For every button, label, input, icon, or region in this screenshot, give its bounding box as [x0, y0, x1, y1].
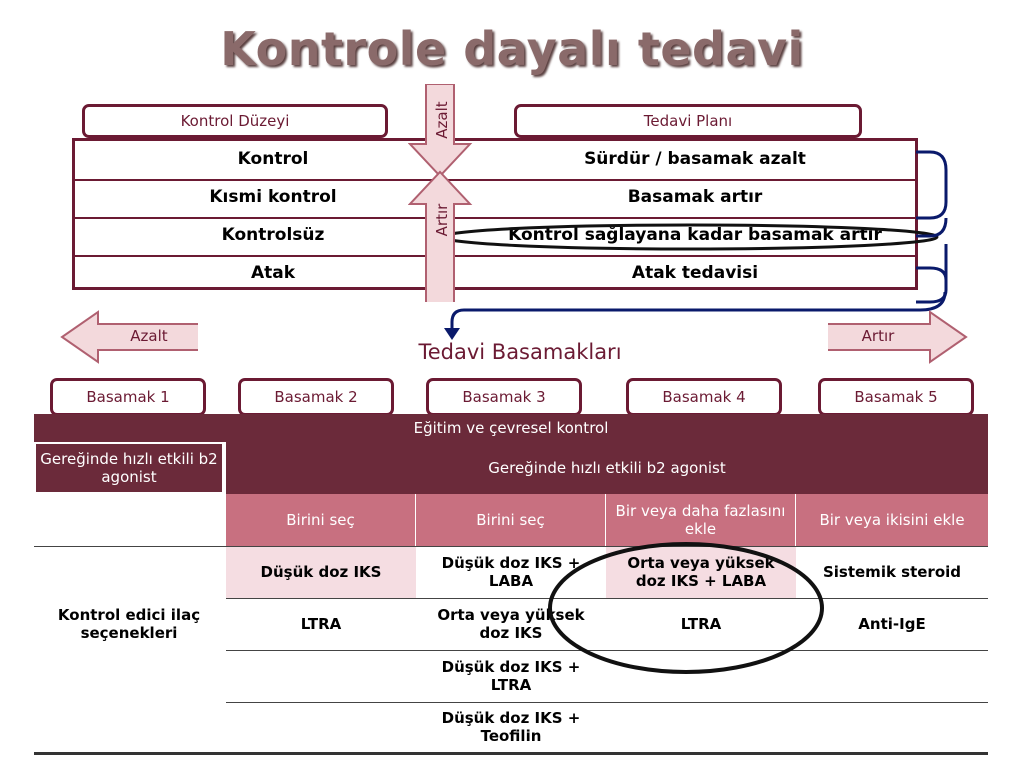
- controller-label: Kontrol edici ilaç seçenekleri: [57, 606, 201, 642]
- navy-curve-arrow: [444, 291, 947, 340]
- grid-line: [226, 598, 988, 599]
- control-level: Atak: [250, 263, 296, 283]
- control-row: Kısmi kontrol Basamak artır: [75, 179, 915, 219]
- highlight-ellipse: [441, 223, 939, 251]
- treatment-plan: Basamak artır: [627, 187, 763, 207]
- step-tab-4: Basamak 4: [626, 378, 782, 416]
- side-arrow-label-artir: Artır: [861, 327, 895, 345]
- step-tab-1: Basamak 1: [50, 378, 206, 416]
- choice-step-4: Bir veya daha fazlasını ekle: [606, 494, 796, 546]
- treatment-plan: Sürdür / basamak azalt: [584, 149, 806, 169]
- treatment-plan: Atak tedavisi: [631, 263, 759, 283]
- grid-cell: Düşük doz IKS + Teofilin: [441, 709, 581, 745]
- choice-step-3: Birini seç: [416, 494, 606, 546]
- reliever-main: Gereğinde hızlı etkili b2 agonist: [226, 442, 988, 494]
- control-row: Kontrol Sürdür / basamak azalt: [75, 141, 915, 181]
- step-tab-2: Basamak 2: [238, 378, 394, 416]
- grid-cell: LTRA: [300, 615, 342, 633]
- grid-cell: Orta veya yüksek doz IKS: [437, 606, 585, 642]
- control-level: Kontrol: [237, 149, 309, 169]
- control-table: Kontrol Sürdür / basamak azalt Kısmi kon…: [72, 138, 918, 290]
- grid-cell: LTRA: [680, 615, 722, 633]
- arrow-label-artir-vertical: Artır: [433, 203, 451, 237]
- highlight-ellipse-step4: [548, 542, 824, 674]
- treatment-plan: Kontrol sağlayana kadar basamak artır: [508, 225, 882, 245]
- grid-cell: Düşük doz IKS + LTRA: [441, 658, 581, 694]
- control-row: Kontrolsüz Kontrol sağlayana kadar basam…: [75, 217, 915, 257]
- header-kontrol-duzeyi: Kontrol Düzeyi: [82, 104, 388, 138]
- vertical-arrows: [408, 84, 473, 302]
- grid-line: [34, 546, 988, 547]
- control-row: Atak Atak tedavisi: [75, 255, 915, 293]
- grid-cell: Anti-IgE: [858, 615, 926, 633]
- grid-cell: Düşük doz IKS + LABA: [441, 554, 581, 590]
- control-level: Kontrolsüz: [221, 225, 325, 245]
- grid-line: [34, 752, 988, 755]
- navy-brackets: [916, 150, 948, 304]
- step-tab-5: Basamak 5: [818, 378, 974, 416]
- grid-line: [226, 650, 988, 651]
- control-level: Kısmi kontrol: [209, 187, 337, 207]
- right-arrow: [828, 310, 968, 364]
- reliever-left: Gereğinde hızlı etkili b2 agonist: [34, 442, 224, 494]
- grid-cell: Sistemik steroid: [822, 563, 962, 581]
- grid-cell: Düşük doz IKS: [226, 546, 416, 598]
- page-title: Kontrole dayalı tedavi: [220, 22, 804, 76]
- header-tedavi-plani: Tedavi Planı: [514, 104, 862, 138]
- steps-title: Tedavi Basamakları: [418, 340, 622, 364]
- choice-step-5: Bir veya ikisini ekle: [796, 494, 988, 546]
- left-arrow: [60, 310, 198, 364]
- step-tab-3: Basamak 3: [426, 378, 582, 416]
- choice-step-2: Birini seç: [226, 494, 416, 546]
- education-bar: Eğitim ve çevresel kontrol: [34, 414, 988, 442]
- grid-line: [226, 702, 988, 703]
- side-arrow-label-azalt: Azalt: [130, 327, 168, 345]
- arrow-label-azalt-vertical: Azalt: [433, 101, 451, 139]
